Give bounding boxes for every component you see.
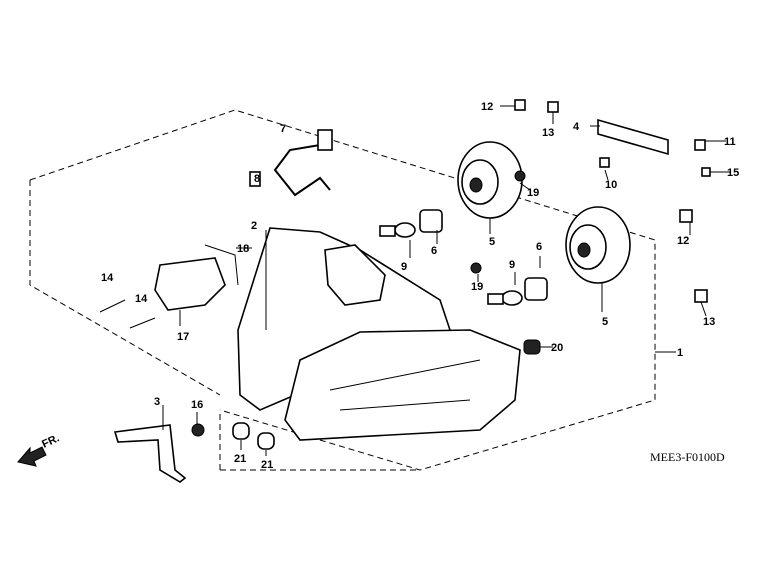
bulb-lower bbox=[487, 277, 548, 306]
callout-16: 16 bbox=[191, 399, 203, 411]
mounting-bracket bbox=[324, 244, 386, 306]
callout-10: 10 bbox=[605, 179, 617, 191]
front-arrow-icon bbox=[17, 446, 47, 467]
headlight-lens bbox=[284, 329, 521, 441]
callouts: 12 13 7 4 11 8 19 10 15 2 18 9 6 5 12 14… bbox=[101, 101, 739, 471]
callout-6: 6 bbox=[431, 245, 437, 257]
lens-detail-lines bbox=[329, 359, 481, 411]
callout-19: 19 bbox=[527, 187, 539, 199]
bulb-upper bbox=[379, 209, 443, 238]
callout-1: 1 bbox=[677, 347, 683, 359]
callout-13: 13 bbox=[703, 316, 715, 328]
callout-8: 8 bbox=[254, 173, 260, 185]
dust-cover-upper bbox=[457, 141, 523, 219]
harness-connector bbox=[317, 129, 333, 151]
callout-17: 17 bbox=[177, 331, 189, 343]
callout-9: 9 bbox=[401, 261, 407, 273]
leader-lines bbox=[162, 105, 730, 456]
callout-15: 15 bbox=[727, 167, 739, 179]
headlight-stay bbox=[113, 424, 187, 483]
position-light bbox=[154, 257, 226, 311]
callout-12: 12 bbox=[677, 235, 689, 247]
callout-9: 9 bbox=[509, 259, 515, 271]
callout-7: 7 bbox=[280, 123, 286, 135]
callout-11: 11 bbox=[724, 136, 736, 148]
diagram-code: MEE3-F0100D bbox=[650, 450, 725, 464]
position-light-wire bbox=[204, 244, 239, 286]
callout-3: 3 bbox=[154, 396, 160, 408]
dust-cover-lower bbox=[565, 206, 631, 284]
front-label: FR. bbox=[40, 432, 61, 450]
callout-6: 6 bbox=[536, 241, 542, 253]
callout-5: 5 bbox=[602, 316, 608, 328]
callout-4: 4 bbox=[573, 121, 580, 133]
callout-14: 14 bbox=[135, 293, 148, 305]
callout-18: 18 bbox=[237, 243, 249, 255]
callout-19: 19 bbox=[471, 281, 483, 293]
callout-13: 13 bbox=[542, 127, 554, 139]
fasteners bbox=[99, 99, 711, 450]
callout-5: 5 bbox=[489, 236, 495, 248]
callout-21: 21 bbox=[261, 459, 273, 471]
sub-harness bbox=[273, 144, 331, 197]
callout-14: 14 bbox=[101, 272, 114, 284]
callout-21: 21 bbox=[234, 453, 246, 465]
callout-12: 12 bbox=[481, 101, 493, 113]
front-direction-indicator: FR. bbox=[17, 432, 61, 467]
callout-2: 2 bbox=[251, 220, 257, 232]
callout-20: 20 bbox=[551, 342, 563, 354]
assembly-outline bbox=[29, 109, 656, 471]
